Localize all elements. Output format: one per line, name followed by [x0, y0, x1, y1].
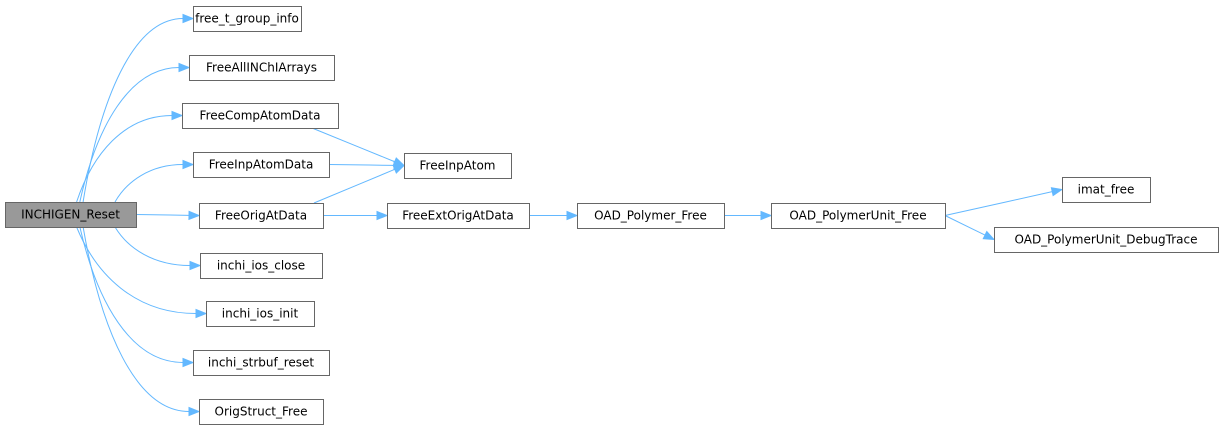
node-freeextorigatdata[interactable]: FreeExtOrigAtData	[387, 203, 530, 229]
edge-inchigen-reset-to-freeallinchiarrays	[79, 67, 180, 203]
arrowhead-freeextorigatdata-to-oad-polymer-free	[566, 210, 579, 221]
edge-inchigen-reset-to-inchi-ios-init	[76, 226, 197, 314]
node-box	[5, 202, 137, 228]
node-box	[994, 227, 1219, 253]
node-label: FreeInpAtom	[420, 159, 496, 173]
arrowhead-freeorigatdata-to-freeinpatom	[392, 164, 406, 174]
node-oad-polymerunit-debugtrace[interactable]: OAD_PolymerUnit_DebugTrace	[994, 227, 1219, 253]
edge-inchigen-reset-to-freeinpatomdata	[114, 164, 184, 203]
node-freeinpatom[interactable]: FreeInpAtom	[404, 153, 512, 179]
edge-inchigen-reset-to-free-t-group-info	[82, 18, 184, 203]
edge-freecompatomdata-to-freeinpatom	[311, 127, 395, 163]
edge-oad-polymerunit-free-to-oad-polymerunit-debugtrace	[944, 215, 986, 236]
node-inchi-ios-close[interactable]: inchi_ios_close	[200, 253, 323, 279]
node-label: free_t_group_info	[195, 12, 299, 26]
node-label: OAD_PolymerUnit_Free	[789, 209, 926, 223]
node-label: FreeAllINChIArrays	[206, 61, 317, 75]
arrowhead-inchigen-reset-to-inchi-strbuf-reset	[182, 357, 195, 368]
arrowhead-oad-polymerunit-free-to-oad-polymerunit-debugtrace	[982, 230, 996, 241]
node-label: FreeOrigAtData	[215, 209, 307, 223]
node-box	[193, 152, 330, 178]
nodes-layer: INCHIGEN_Reset free_t_group_infoFreeAllIN…	[5, 6, 1219, 425]
edge-inchigen-reset-to-freecompatomdata	[76, 115, 173, 203]
node-freecompatomdata[interactable]: FreeCompAtomData	[182, 103, 339, 129]
node-freeorigatdata[interactable]: FreeOrigAtData	[199, 203, 324, 229]
edge-inchigen-reset-to-inchi-ios-close	[114, 226, 191, 266]
node-label: FreeExtOrigAtData	[402, 209, 514, 223]
node-label: INCHIGEN_Reset	[21, 208, 120, 222]
edge-inchigen-reset-to-inchi-strbuf-reset	[79, 226, 184, 363]
node-box	[199, 203, 324, 229]
arrowhead-inchigen-reset-to-origstruct-free	[188, 406, 201, 417]
node-label: OAD_Polymer_Free	[594, 209, 707, 223]
node-label: OrigStruct_Free	[215, 405, 308, 419]
node-box	[193, 6, 302, 32]
node-box	[1062, 177, 1151, 203]
node-inchigen-reset[interactable]: INCHIGEN_Reset	[5, 202, 137, 228]
node-label: imat_free	[1078, 183, 1135, 197]
node-label: inchi_strbuf_reset	[208, 356, 315, 370]
node-box	[771, 203, 946, 229]
node-box	[193, 350, 330, 376]
arrowhead-inchigen-reset-to-freeorigatdata	[188, 210, 201, 221]
edges-layer	[76, 13, 1064, 417]
node-label: FreeInpAtomData	[209, 158, 314, 172]
node-imat-free[interactable]: imat_free	[1062, 177, 1151, 203]
arrowhead-oad-polymer-free-to-oad-polymerunit-free	[760, 210, 773, 221]
node-box	[189, 55, 335, 81]
node-box	[387, 203, 530, 229]
node-box	[404, 153, 512, 179]
node-freeallinchiarrays[interactable]: FreeAllINChIArrays	[189, 55, 335, 81]
node-box	[182, 103, 339, 129]
arrowhead-inchigen-reset-to-inchi-ios-close	[189, 260, 202, 271]
node-label: inchi_ios_close	[217, 259, 305, 273]
edge-inchigen-reset-to-freeorigatdata	[135, 214, 190, 216]
node-label: FreeCompAtomData	[200, 109, 321, 123]
node-free-t-group-info[interactable]: free_t_group_info	[193, 6, 302, 32]
edge-freeorigatdata-to-freeinpatom	[313, 168, 395, 204]
node-label: OAD_PolymerUnit_DebugTrace	[1015, 233, 1198, 247]
node-box	[199, 399, 324, 425]
arrowhead-freeorigatdata-to-freeextorigatdata	[376, 210, 389, 221]
arrowhead-inchigen-reset-to-freecompatomdata	[171, 110, 184, 121]
node-inchi-ios-init[interactable]: inchi_ios_init	[206, 301, 315, 327]
node-freeinpatomdata[interactable]: FreeInpAtomData	[193, 152, 330, 178]
arrowhead-oad-polymerunit-free-to-imat-free	[1050, 187, 1064, 197]
edge-freeinpatomdata-to-freeinpatom	[328, 164, 395, 166]
edge-inchigen-reset-to-origstruct-free	[82, 226, 190, 412]
arrowhead-inchigen-reset-to-freeallinchiarrays	[178, 62, 191, 73]
node-box	[200, 253, 323, 279]
arrowhead-inchigen-reset-to-free-t-group-info	[182, 13, 195, 24]
node-label: inchi_ios_init	[222, 307, 299, 321]
arrowhead-inchigen-reset-to-inchi-ios-init	[195, 308, 208, 319]
edge-oad-polymerunit-free-to-imat-free	[944, 191, 1053, 216]
node-box	[206, 301, 315, 327]
node-box	[577, 203, 725, 229]
node-oad-polymerunit-free[interactable]: OAD_PolymerUnit_Free	[771, 203, 946, 229]
arrowhead-inchigen-reset-to-freeinpatomdata	[182, 159, 195, 170]
node-origstruct-free[interactable]: OrigStruct_Free	[199, 399, 324, 425]
node-inchi-strbuf-reset[interactable]: inchi_strbuf_reset	[193, 350, 330, 376]
node-oad-polymer-free[interactable]: OAD_Polymer_Free	[577, 203, 725, 229]
